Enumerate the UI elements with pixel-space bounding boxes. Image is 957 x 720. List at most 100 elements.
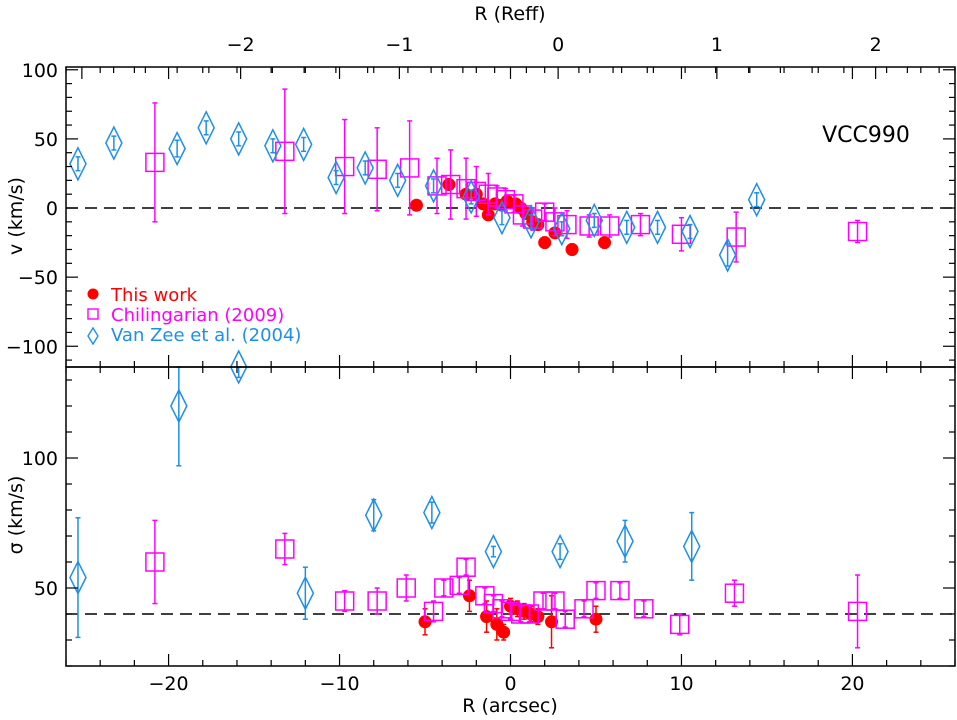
data-point-open-diamond <box>484 533 503 570</box>
data-point-open-diamond <box>169 366 188 467</box>
data-point-open-square <box>599 214 620 238</box>
data-point-open-diamond <box>747 182 766 218</box>
marker-diamond <box>423 494 441 531</box>
data-point-open-square <box>574 599 594 619</box>
data-point-open-diamond <box>168 130 186 167</box>
marker-diamond <box>105 125 123 161</box>
marker-diamond <box>229 121 248 157</box>
marker-diamond <box>617 209 636 246</box>
data-point-filled-circle <box>442 178 456 192</box>
data-point-open-diamond <box>364 497 383 533</box>
x-tick-label: −10 <box>319 673 359 695</box>
data-point-open-square <box>275 88 295 215</box>
top-tick-label: −2 <box>227 34 255 56</box>
data-point-open-square <box>434 578 454 598</box>
marker-diamond <box>648 209 667 246</box>
marker-diamond <box>718 237 737 273</box>
legend-marker-vanzee <box>87 326 99 346</box>
marker-diamond <box>682 528 701 565</box>
data-point-open-diamond <box>551 533 569 570</box>
marker-diamond <box>229 349 248 385</box>
marker-square <box>579 216 599 236</box>
marker-diamond <box>551 533 569 570</box>
marker-diamond <box>424 168 443 204</box>
marker-square <box>847 221 868 242</box>
legend-label-chilingarian: Chilingarian (2009) <box>111 305 284 326</box>
marker-diamond <box>484 533 503 570</box>
marker-diamond <box>747 182 766 218</box>
marker-square <box>145 552 165 572</box>
object-label: VCC990 <box>822 123 910 148</box>
marker-square <box>275 539 295 559</box>
marker-circle <box>598 236 612 250</box>
data-point-open-diamond <box>718 237 737 273</box>
data-point-filled-circle <box>538 236 552 250</box>
marker-square <box>533 591 553 611</box>
data-point-open-diamond <box>229 121 248 157</box>
data-point-open-diamond <box>424 168 443 204</box>
marker-circle <box>442 178 456 192</box>
y-tick-label: 100 <box>22 60 58 82</box>
marker-diamond <box>462 179 481 215</box>
data-point-filled-circle <box>480 600 494 633</box>
data-point-open-diamond <box>682 511 701 581</box>
data-point-open-square <box>145 519 165 605</box>
data-point-open-square <box>334 118 355 215</box>
data-point-open-square <box>724 579 745 607</box>
top-tick-label: 2 <box>870 34 882 56</box>
data-point-filled-circle <box>409 198 423 212</box>
y-tick-label: 100 <box>22 448 58 470</box>
reference-lines <box>66 207 955 615</box>
legend-marker-chilingarian <box>87 308 99 320</box>
marker-circle <box>409 198 423 212</box>
marker-square <box>574 599 594 619</box>
marker-diamond <box>264 128 282 164</box>
marker-square <box>724 583 745 603</box>
data-point-open-diamond <box>462 179 481 215</box>
marker-diamond <box>197 110 216 146</box>
data-point-open-diamond <box>493 200 511 236</box>
data-point-open-diamond <box>522 204 540 240</box>
marker-square <box>396 578 416 598</box>
marker-diamond <box>294 126 313 163</box>
marker-square <box>726 227 746 247</box>
top-tick-label: 1 <box>711 34 723 56</box>
legend-label-vanzee: Van Zee et al. (2004) <box>111 325 301 346</box>
marker-circle <box>589 612 603 626</box>
data-point-open-diamond <box>105 125 123 161</box>
data-point-open-square <box>630 212 651 237</box>
marker-diamond <box>388 162 407 199</box>
data-point-open-diamond <box>296 566 315 620</box>
marker-square <box>367 591 387 611</box>
data-point-open-square <box>847 219 868 244</box>
data-point-filled-circle <box>497 623 511 641</box>
marker-square <box>545 591 565 611</box>
marker-square <box>634 599 654 619</box>
data-point-open-diamond <box>356 150 375 186</box>
data-point-filled-circle <box>565 242 579 256</box>
marker-square <box>399 158 420 178</box>
marker-square <box>334 591 355 611</box>
data-point-open-diamond <box>69 517 87 639</box>
y-tick-label: −50 <box>18 267 58 289</box>
y-tick-label: −100 <box>6 336 58 358</box>
data-point-open-square <box>396 574 416 602</box>
data-point-open-square <box>545 591 565 611</box>
data-point-filled-circle <box>589 605 603 633</box>
data-point-open-square <box>367 587 387 615</box>
top-axis-label: R (Reff) <box>474 3 545 25</box>
marker-diamond <box>616 523 634 559</box>
data-point-open-square <box>423 600 444 623</box>
marker-circle <box>497 625 511 639</box>
data-point-open-diamond <box>69 146 87 182</box>
x-tick-label: 0 <box>504 673 516 695</box>
y-tick-label: 0 <box>46 198 58 220</box>
marker-circle <box>565 242 579 256</box>
marker-circle <box>418 615 432 629</box>
data-point-open-square <box>555 609 575 629</box>
marker-diamond <box>69 559 87 596</box>
data-point-open-square <box>145 102 165 223</box>
data-point-open-square <box>456 557 476 577</box>
marker-square <box>847 601 868 622</box>
x-tick-label: 20 <box>840 673 864 695</box>
